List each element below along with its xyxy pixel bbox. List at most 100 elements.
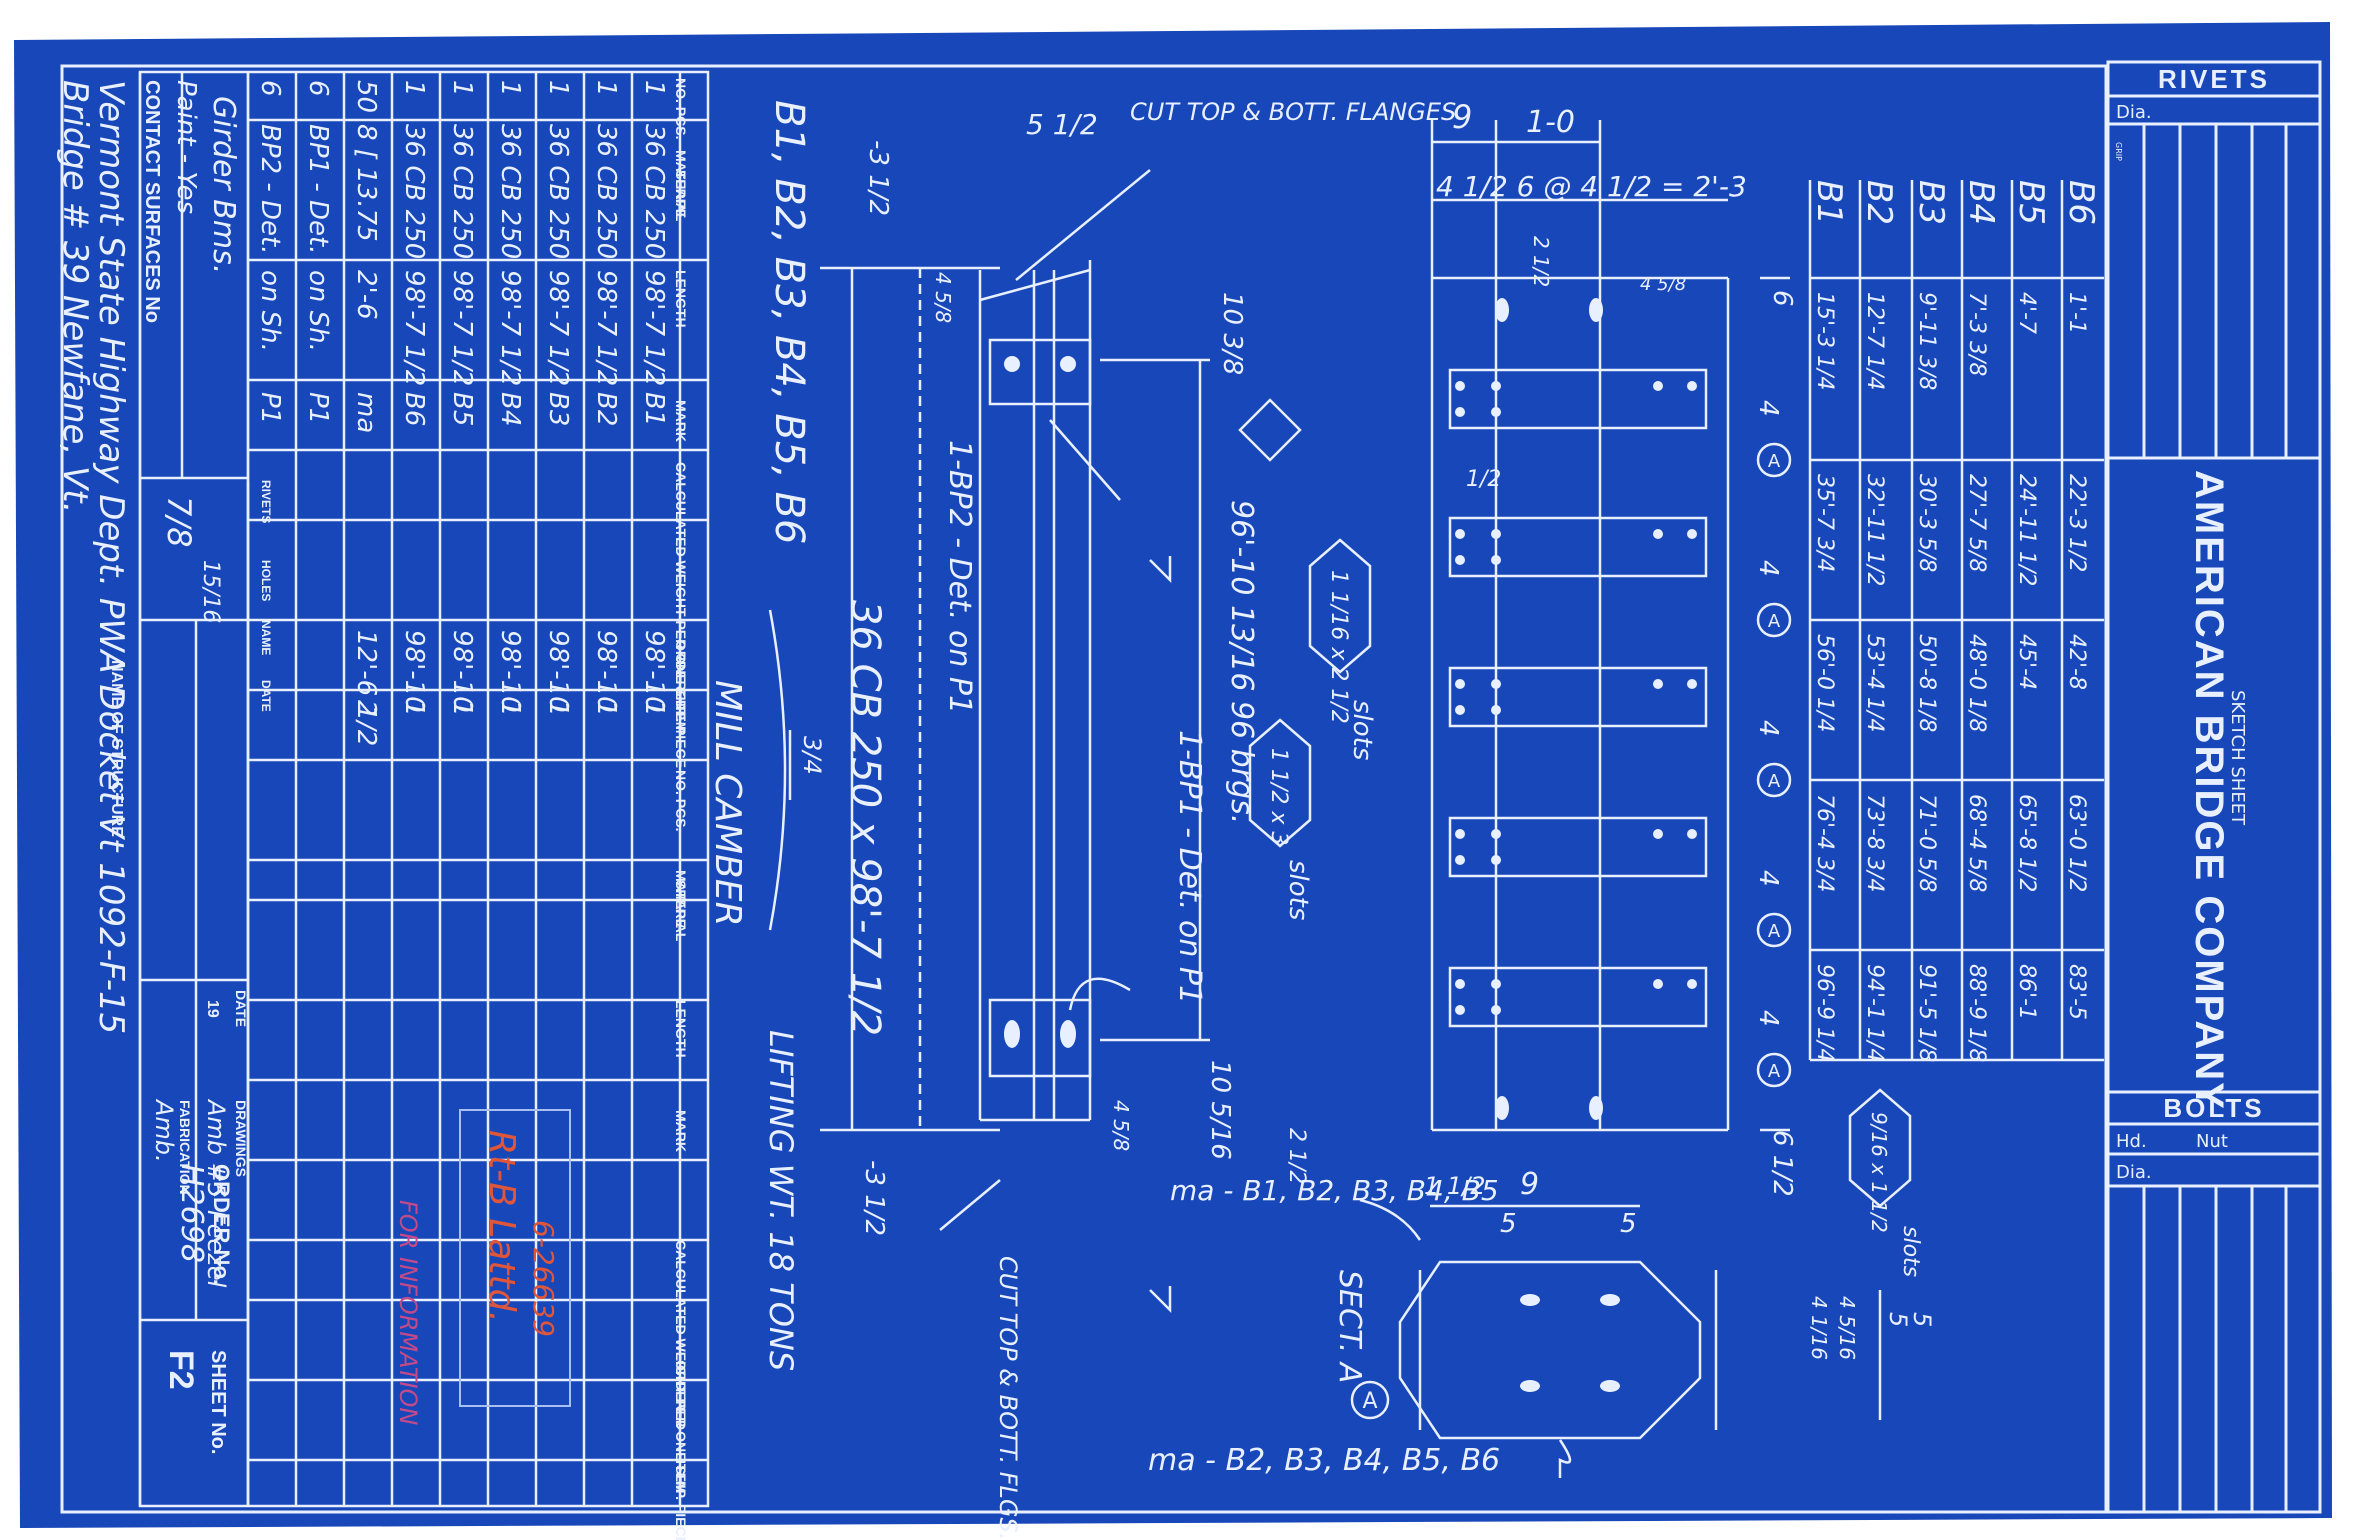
blueprint-paper [14,22,2332,1528]
bill-cell-mark: P1 [255,392,285,424]
drawing-border [60,64,2108,1514]
rivets-header: RIVETS [2158,64,2270,94]
slot-1-size: 1 1/16 x 2 1/2 [1326,570,1351,724]
stiff-value: 56'-0 1/4 [1812,634,1837,732]
bill-cell-shape: 36 CB 250 [591,124,621,259]
contact-note: CONTACT SURFACES No [141,80,163,323]
bolts-hd-label: Hd. [2116,1131,2147,1152]
stiffener-hole [1455,555,1465,565]
stiffener-hole [1455,529,1465,539]
bearing-slot [1060,1020,1076,1048]
plan-bubble [1756,1052,1792,1088]
bill-cell-length: on Sh. [255,270,285,352]
stiffener-hole [1491,407,1501,417]
stiff-value: 32'-11 1/2 [1862,474,1887,586]
stiff-value: 96'-9 1/4 [1812,964,1837,1062]
weld-symbol-bot [1149,1286,1172,1314]
bill-cell-shape: 36 CB 250 [543,124,573,259]
plan-bubble [1756,442,1792,478]
order-stamp: 6-26639 Rt-B Lattd. FOR INFORMATION [394,1109,571,1425]
bill-cell-pcs: 1 [543,80,573,97]
stiff-value: 35'-7 3/4 [1812,474,1837,572]
sheet-no-label: SHEET No. [207,1350,229,1454]
dim-top-9: 9 [1452,98,1472,136]
bill-cell-length: on Sh. [303,270,333,352]
weld-symbol-top [1149,556,1172,584]
section-a [1350,1198,1882,1478]
section-hole [1600,1294,1620,1306]
end-slot [1495,1096,1509,1120]
cut-flanges-bot: CUT TOP & BOTT. FLGS. [994,1256,1022,1540]
cut-flanges-top: CUT TOP & BOTT. FLANGES [1130,98,1456,126]
slot-hex-1 [1308,538,1372,674]
stiffener-hole [1455,679,1465,689]
end-slot [1589,1096,1603,1120]
bill-cell-shape: 36 CB 250 [447,124,477,259]
stiffener-hole [1455,979,1465,989]
end-slot [1589,298,1603,322]
dim-neg-3-half-a: -3 1/2 [863,140,893,216]
stiffener-plate [1448,368,1708,430]
stiff-value: 73'-8 3/4 [1862,794,1887,892]
stiffener-table [1808,180,2104,1062]
sect-9: 9 [1520,1167,1539,1202]
title-block [2106,60,2322,1514]
bill-cell-mark: B6 [399,392,429,426]
sheet-no-value: F2 [162,1350,200,1390]
slot-callouts [1238,398,1912,1208]
bill-header-material: MATERIAL [673,150,689,222]
stiffener-plate [1448,516,1708,578]
company-name: AMERICAN BRIDGE COMPANY [2187,470,2231,1111]
bill-cell-pcs: 1 [639,80,669,97]
stiffener-hole [1491,679,1501,689]
plan-bubble-label: A [1768,771,1781,792]
bill-header-pcs: NO. PCS. [673,78,689,139]
slot-hex-2 [1248,718,1312,848]
dim-6-half: 6 1/2 [1767,1130,1797,1197]
stiff-value: 15'-3 1/4 [1812,292,1837,390]
stiffener-hole [1491,855,1501,865]
dim-neg-3-half-b: -3 1/2 [859,1160,889,1236]
date-value: 19 [204,1000,221,1018]
checked-value: Feezel [202,1210,230,1288]
dim-4-5-8: 4 5/8 [931,272,955,323]
bill-cell-item: 1 [639,700,669,717]
bearing-plate-bottom [988,998,1092,1078]
structure-line-2: Bridge # 39 Newfane, Vt. [55,80,95,513]
camber-value: 3/4 [798,736,826,775]
bill-cell-ordered: 98'-10 [495,630,525,713]
stiff-value: 30'-3 5/8 [1914,474,1939,572]
stiff-value: 71'-0 5/8 [1914,794,1939,892]
rivets-frac: 7/8 [160,496,198,548]
bill-header-ordered: ORDERED [673,640,689,710]
sketch-sheet-label: SKETCH SHEET [2227,690,2248,826]
beam-elevation [768,169,1210,1314]
bill-cell-ordered: 98'-10 [543,630,573,713]
stiff-value: 27'-7 5/8 [1964,474,1989,572]
camber-arc [768,609,787,931]
stiffener-hole [1687,381,1697,391]
stiffener-hole [1491,381,1501,391]
plan-bubble [1756,912,1792,948]
stiffener-hole [1653,829,1663,839]
sect-5-c: 5 [1908,1312,1936,1327]
bill-cell-item: 2 [351,700,381,717]
sect-4-5-16: 4 5/16 [1835,1296,1859,1360]
bp1-note: 1-BP1 - Det. on P1 [1172,730,1207,1004]
order-no-label: ORDER No. [209,1164,234,1285]
ma-leader-bot [1558,1439,1572,1478]
bill-cell-item: 1 [447,700,477,717]
section-hole [1520,1294,1540,1306]
stiff-value: 63'-0 1/2 [2064,794,2089,892]
slot-2-size: 1 1/2 x 3 [1266,748,1291,845]
stiff-mark: B4 [1961,180,2001,225]
stiff-value: 91'-5 1/8 [1914,964,1939,1062]
bill-cell-ordered: 12'-6 1/2 [351,630,381,746]
ma-leader-top [1359,1198,1422,1241]
section-bubble-label: A [1362,1389,1377,1414]
stamp-order: 6-26639 [527,1220,560,1337]
stiffener-hole [1653,381,1663,391]
stiffener-table-text: B61'-122'-3 1/242'-863'-0 1/283'-5B54'-7… [1809,180,2101,1062]
stiff-value: 53'-4 1/4 [1862,634,1887,732]
